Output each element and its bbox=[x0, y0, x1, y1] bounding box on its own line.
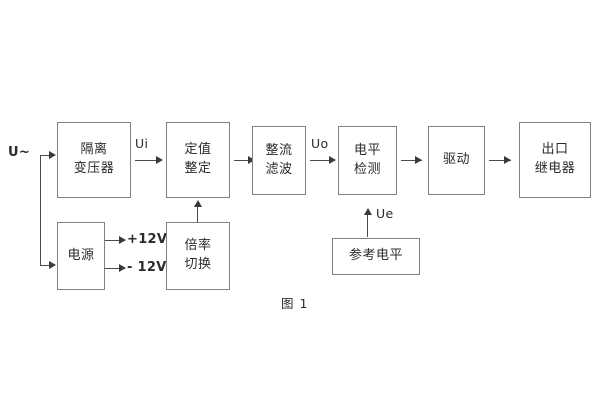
block-setting-value-line-1: 定值 bbox=[184, 142, 212, 158]
connector-ue-line bbox=[367, 212, 368, 237]
rail-positive-arrow bbox=[119, 236, 126, 244]
block-output-relay-line-1: 出口 bbox=[541, 142, 569, 158]
rail-negative-label: - 12V bbox=[127, 260, 167, 275]
signal-label-ui: Ui bbox=[135, 136, 149, 151]
block-rectifier-filter-line-1: 整流 bbox=[265, 142, 293, 158]
source-feed-transformer-arrow bbox=[49, 151, 56, 159]
block-reference-level[interactable]: 参考电平 bbox=[332, 238, 420, 275]
figure-caption: 图 1 bbox=[281, 296, 309, 311]
connector-driver-to-relay-arrow bbox=[504, 156, 511, 164]
block-power-supply[interactable]: 电源 bbox=[57, 222, 105, 290]
connector-setting-to-rectifier-line bbox=[234, 160, 255, 161]
connector-driver-to-relay-line bbox=[489, 160, 511, 161]
block-reference-level-line-1: 参考电平 bbox=[348, 248, 403, 264]
connector-ui-line bbox=[135, 160, 159, 161]
connector-level-to-driver-arrow bbox=[415, 156, 422, 164]
block-setting-value-line-2: 整定 bbox=[184, 161, 212, 176]
source-feed-power-arrow bbox=[49, 261, 56, 269]
block-output-relay-line-2: 继电器 bbox=[534, 161, 576, 176]
block-rectifier-filter-line-2: 滤波 bbox=[265, 161, 293, 177]
block-isolation-transformer[interactable]: 隔离 变压器 bbox=[57, 122, 131, 198]
source-trunk-line bbox=[40, 155, 41, 265]
signal-label-ue: Ue bbox=[376, 206, 394, 221]
source-feed-transformer-line bbox=[40, 155, 54, 156]
source-feed-power-line bbox=[40, 265, 54, 266]
block-multiplier-switch-line-2: 切换 bbox=[184, 257, 212, 272]
connector-multiplier-to-setting-line bbox=[197, 204, 198, 222]
block-multiplier-switch[interactable]: 倍率 切换 bbox=[166, 222, 230, 290]
block-level-detection[interactable]: 电平 检测 bbox=[338, 126, 397, 195]
connector-ui-arrow bbox=[156, 156, 163, 164]
connector-level-to-driver-line bbox=[401, 160, 422, 161]
connector-uo-line bbox=[310, 160, 332, 161]
block-isolation-transformer-line-2: 变压器 bbox=[73, 161, 115, 176]
connector-uo-arrow bbox=[329, 156, 336, 164]
rail-negative-line bbox=[105, 268, 125, 269]
source-label-u-ac: U~ bbox=[8, 145, 31, 160]
block-level-detection-line-2: 检测 bbox=[353, 161, 381, 177]
block-rectifier-filter[interactable]: 整流 滤波 bbox=[252, 126, 306, 195]
rail-negative-arrow bbox=[119, 264, 126, 272]
connector-setting-to-rectifier-arrow bbox=[248, 156, 255, 164]
block-power-supply-line-1: 电源 bbox=[67, 247, 95, 263]
rail-positive-label: +12V bbox=[127, 232, 168, 247]
block-driver[interactable]: 驱动 bbox=[428, 126, 485, 195]
rail-positive-line bbox=[105, 240, 125, 241]
signal-label-uo: Uo bbox=[311, 136, 329, 151]
block-output-relay[interactable]: 出口 继电器 bbox=[519, 122, 591, 198]
block-driver-line-1: 驱动 bbox=[442, 152, 470, 168]
connector-multiplier-to-setting-arrow bbox=[194, 200, 202, 207]
block-isolation-transformer-line-1: 隔离 bbox=[80, 142, 108, 158]
block-setting-value[interactable]: 定值 整定 bbox=[166, 122, 230, 198]
block-multiplier-switch-line-1: 倍率 bbox=[184, 238, 212, 254]
block-level-detection-line-1: 电平 bbox=[353, 142, 381, 158]
connector-ue-arrow bbox=[364, 208, 372, 215]
